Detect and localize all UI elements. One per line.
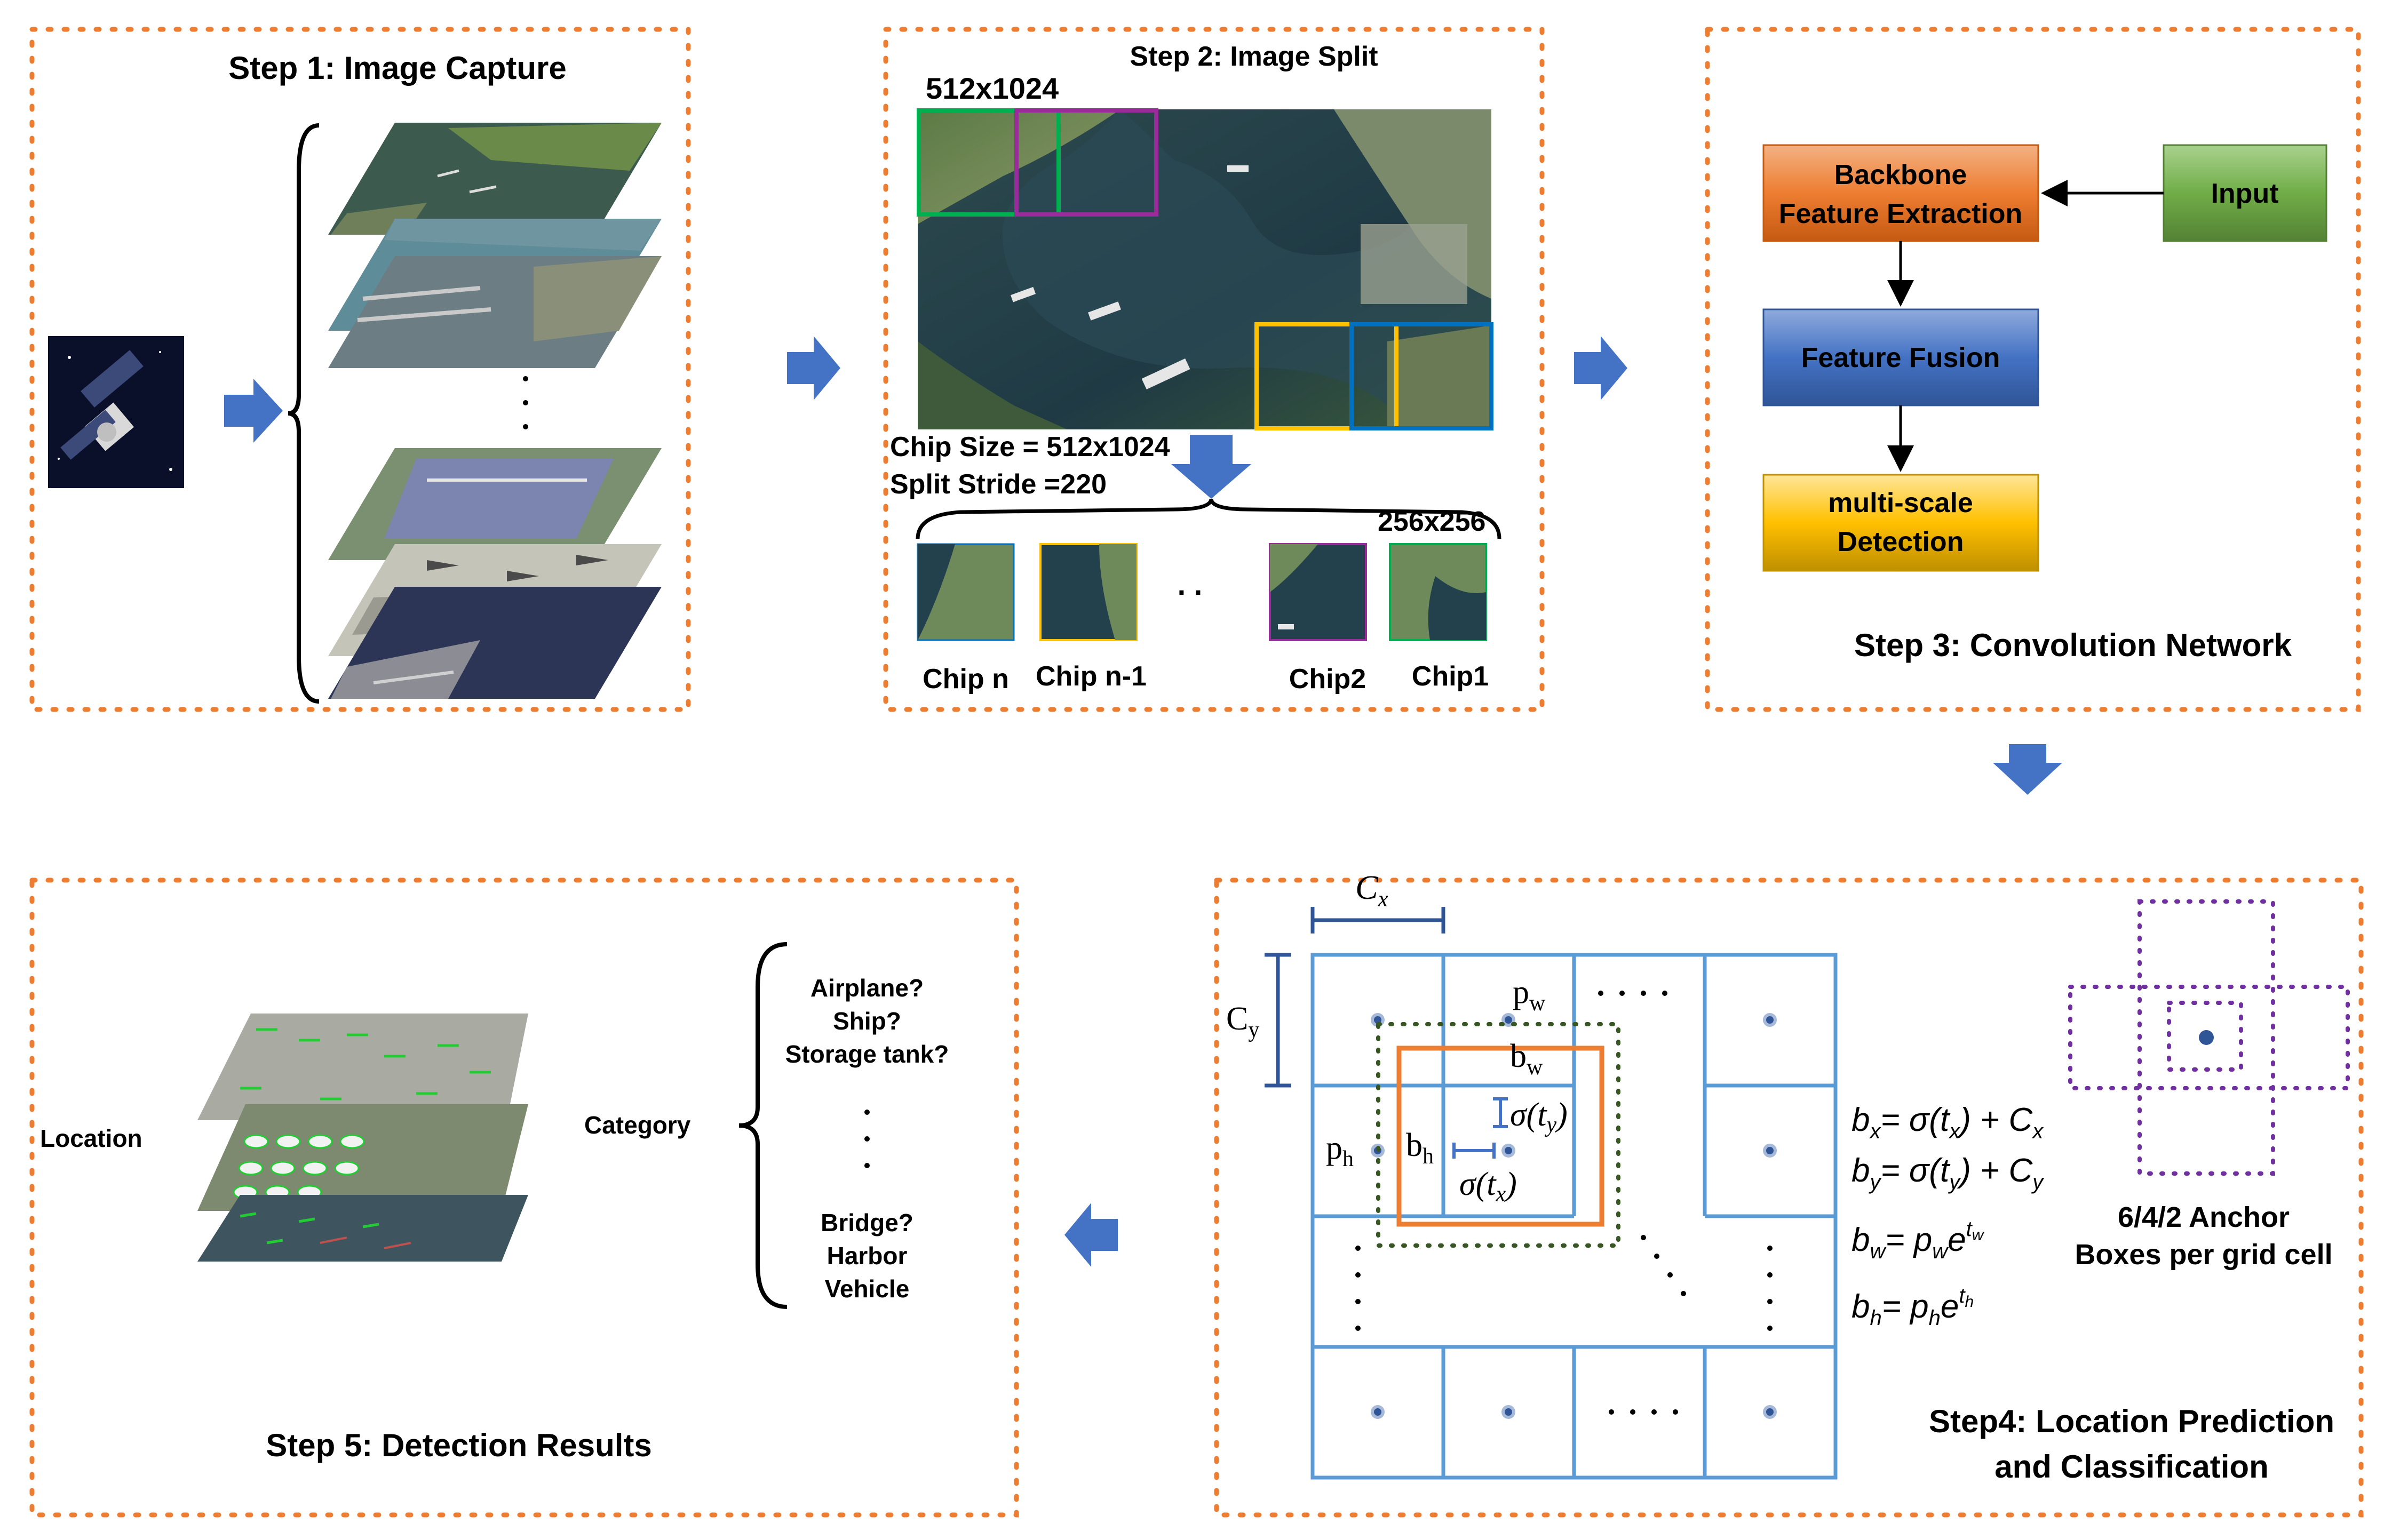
class-storage-tank: Storage tank?	[785, 1040, 949, 1068]
chip-n-label: Chip n	[923, 664, 1009, 695]
split-box-yellow	[1254, 322, 1398, 430]
chip-images	[917, 543, 1487, 641]
step4-title-2: and Classification	[1994, 1449, 2268, 1485]
arrow-icon	[787, 336, 840, 400]
location-label: Location	[40, 1124, 142, 1152]
predicted-box	[1396, 1046, 1604, 1227]
eq-bw: bw= pwetw	[1851, 1217, 1985, 1263]
eq-by: by= σ(ty) + Cy	[1851, 1152, 2045, 1194]
chip-n-1-label: Chip n-1	[1036, 661, 1147, 692]
fusion-box	[1762, 308, 2039, 406]
chip-size-label: Chip Size = 512x1024	[890, 432, 1170, 462]
grid	[1310, 953, 1838, 1480]
anchor-center	[2199, 1030, 2214, 1045]
satellite-image	[48, 336, 184, 488]
class-airplane: Airplane?	[810, 974, 924, 1002]
detection-stack	[197, 1014, 528, 1262]
backbone-label-1: Backbone	[1834, 159, 1967, 190]
ellipsis-dot	[523, 424, 528, 429]
input-box	[2163, 144, 2327, 242]
step3-panel	[1705, 27, 2361, 712]
pw-label: pw	[1513, 974, 1546, 1016]
arrow-icon	[1993, 744, 2062, 795]
class-vehicle: Vehicle	[825, 1275, 910, 1303]
step5-title: Step 5: Detection Results	[266, 1427, 652, 1463]
backbone-label-2: Feature Extraction	[1779, 198, 2023, 229]
class-bridge: Bridge?	[821, 1209, 913, 1236]
class-harbor: Harbor	[827, 1242, 908, 1270]
chip2-label: Chip2	[1289, 664, 1366, 695]
brace	[288, 123, 320, 704]
cy-label: Cy	[1226, 1001, 1259, 1042]
prior-box	[1376, 1022, 1620, 1248]
eq-bh: bh= pheth	[1851, 1284, 1974, 1330]
step2-title: Step 2: Image Split	[1130, 41, 1378, 72]
chip-ellipsis: . .	[1178, 568, 1203, 601]
step5-panel	[29, 877, 1019, 1518]
stride-label: Split Stride =220	[890, 469, 1107, 500]
split-box-blue	[1349, 322, 1493, 430]
step1-group: Step 1: Image Capture	[48, 50, 662, 704]
step2-panel	[883, 27, 1545, 712]
anchor-label-2: Boxes per grid cell	[2075, 1239, 2332, 1271]
bh-label: bh	[1406, 1127, 1434, 1169]
step3-title: Step 3: Convolution Network	[1854, 627, 2292, 663]
grid-ellipsis	[1355, 991, 1773, 1415]
small-size-label: 256x256	[1378, 506, 1485, 537]
step3-group: Backbone Feature Extraction Input Featur…	[1762, 144, 2327, 663]
detection-label-1: multi-scale	[1828, 488, 1973, 518]
split-box-green	[917, 108, 1061, 217]
fusion-label: Feature Fusion	[1801, 342, 2000, 373]
ellipsis-dot	[864, 1163, 870, 1168]
cx-label: Cx	[1355, 868, 1388, 912]
step4-title-1: Step4: Location Prediction	[1929, 1403, 2334, 1439]
step2-group: Step 2: Image Split 512x1024 Chip Size =…	[890, 41, 1501, 695]
step1-title: Step 1: Image Capture	[228, 50, 567, 86]
top-size-label: 512x1024	[926, 71, 1059, 105]
input-label: Input	[2211, 178, 2278, 209]
ellipsis-dot	[523, 376, 528, 381]
arrow-icon	[1574, 336, 1627, 400]
arrow-icon	[1171, 435, 1251, 499]
ellipsis-dot	[864, 1136, 870, 1142]
ellipsis-dot	[523, 400, 528, 405]
panel-borders	[29, 27, 2364, 1518]
step4-group: Cx Cy pw bw ph bh σ(ty) σ(tx) bx= σ(tx) …	[1226, 868, 2350, 1485]
chip1-label: Chip1	[1412, 661, 1489, 692]
sigma-tx-label: σ(tx)	[1459, 1166, 1517, 1207]
anchor-label-1: 6/4/2 Anchor	[2118, 1201, 2290, 1233]
step5-group: Location Category	[40, 942, 949, 1463]
arrow-icon	[1064, 1203, 1118, 1267]
class-ship: Ship?	[833, 1007, 901, 1035]
step1-panel	[29, 27, 691, 712]
brace	[916, 498, 1501, 539]
backbone-box	[1762, 144, 2039, 242]
equations: bx= σ(tx) + Cx by= σ(ty) + Cy bw= pwetw …	[1851, 1102, 2045, 1330]
split-satellite-image	[917, 108, 1493, 430]
arrow-icon	[224, 379, 283, 443]
category-label: Category	[584, 1111, 691, 1139]
split-box-purple	[1014, 108, 1158, 217]
eq-bx: bx= σ(tx) + Cx	[1851, 1102, 2044, 1143]
detection-label-2: Detection	[1838, 526, 1964, 557]
step4-panel	[1214, 877, 2364, 1518]
detection-box	[1762, 474, 2039, 572]
ellipsis-dot	[864, 1110, 870, 1115]
ph-label: ph	[1326, 1130, 1354, 1171]
anchor-boxes	[2068, 899, 2350, 1176]
aerial-stack	[328, 123, 662, 699]
brace	[738, 942, 788, 1309]
bw-label: bw	[1510, 1038, 1543, 1080]
sigma-ty-label: σ(ty)	[1510, 1097, 1568, 1137]
